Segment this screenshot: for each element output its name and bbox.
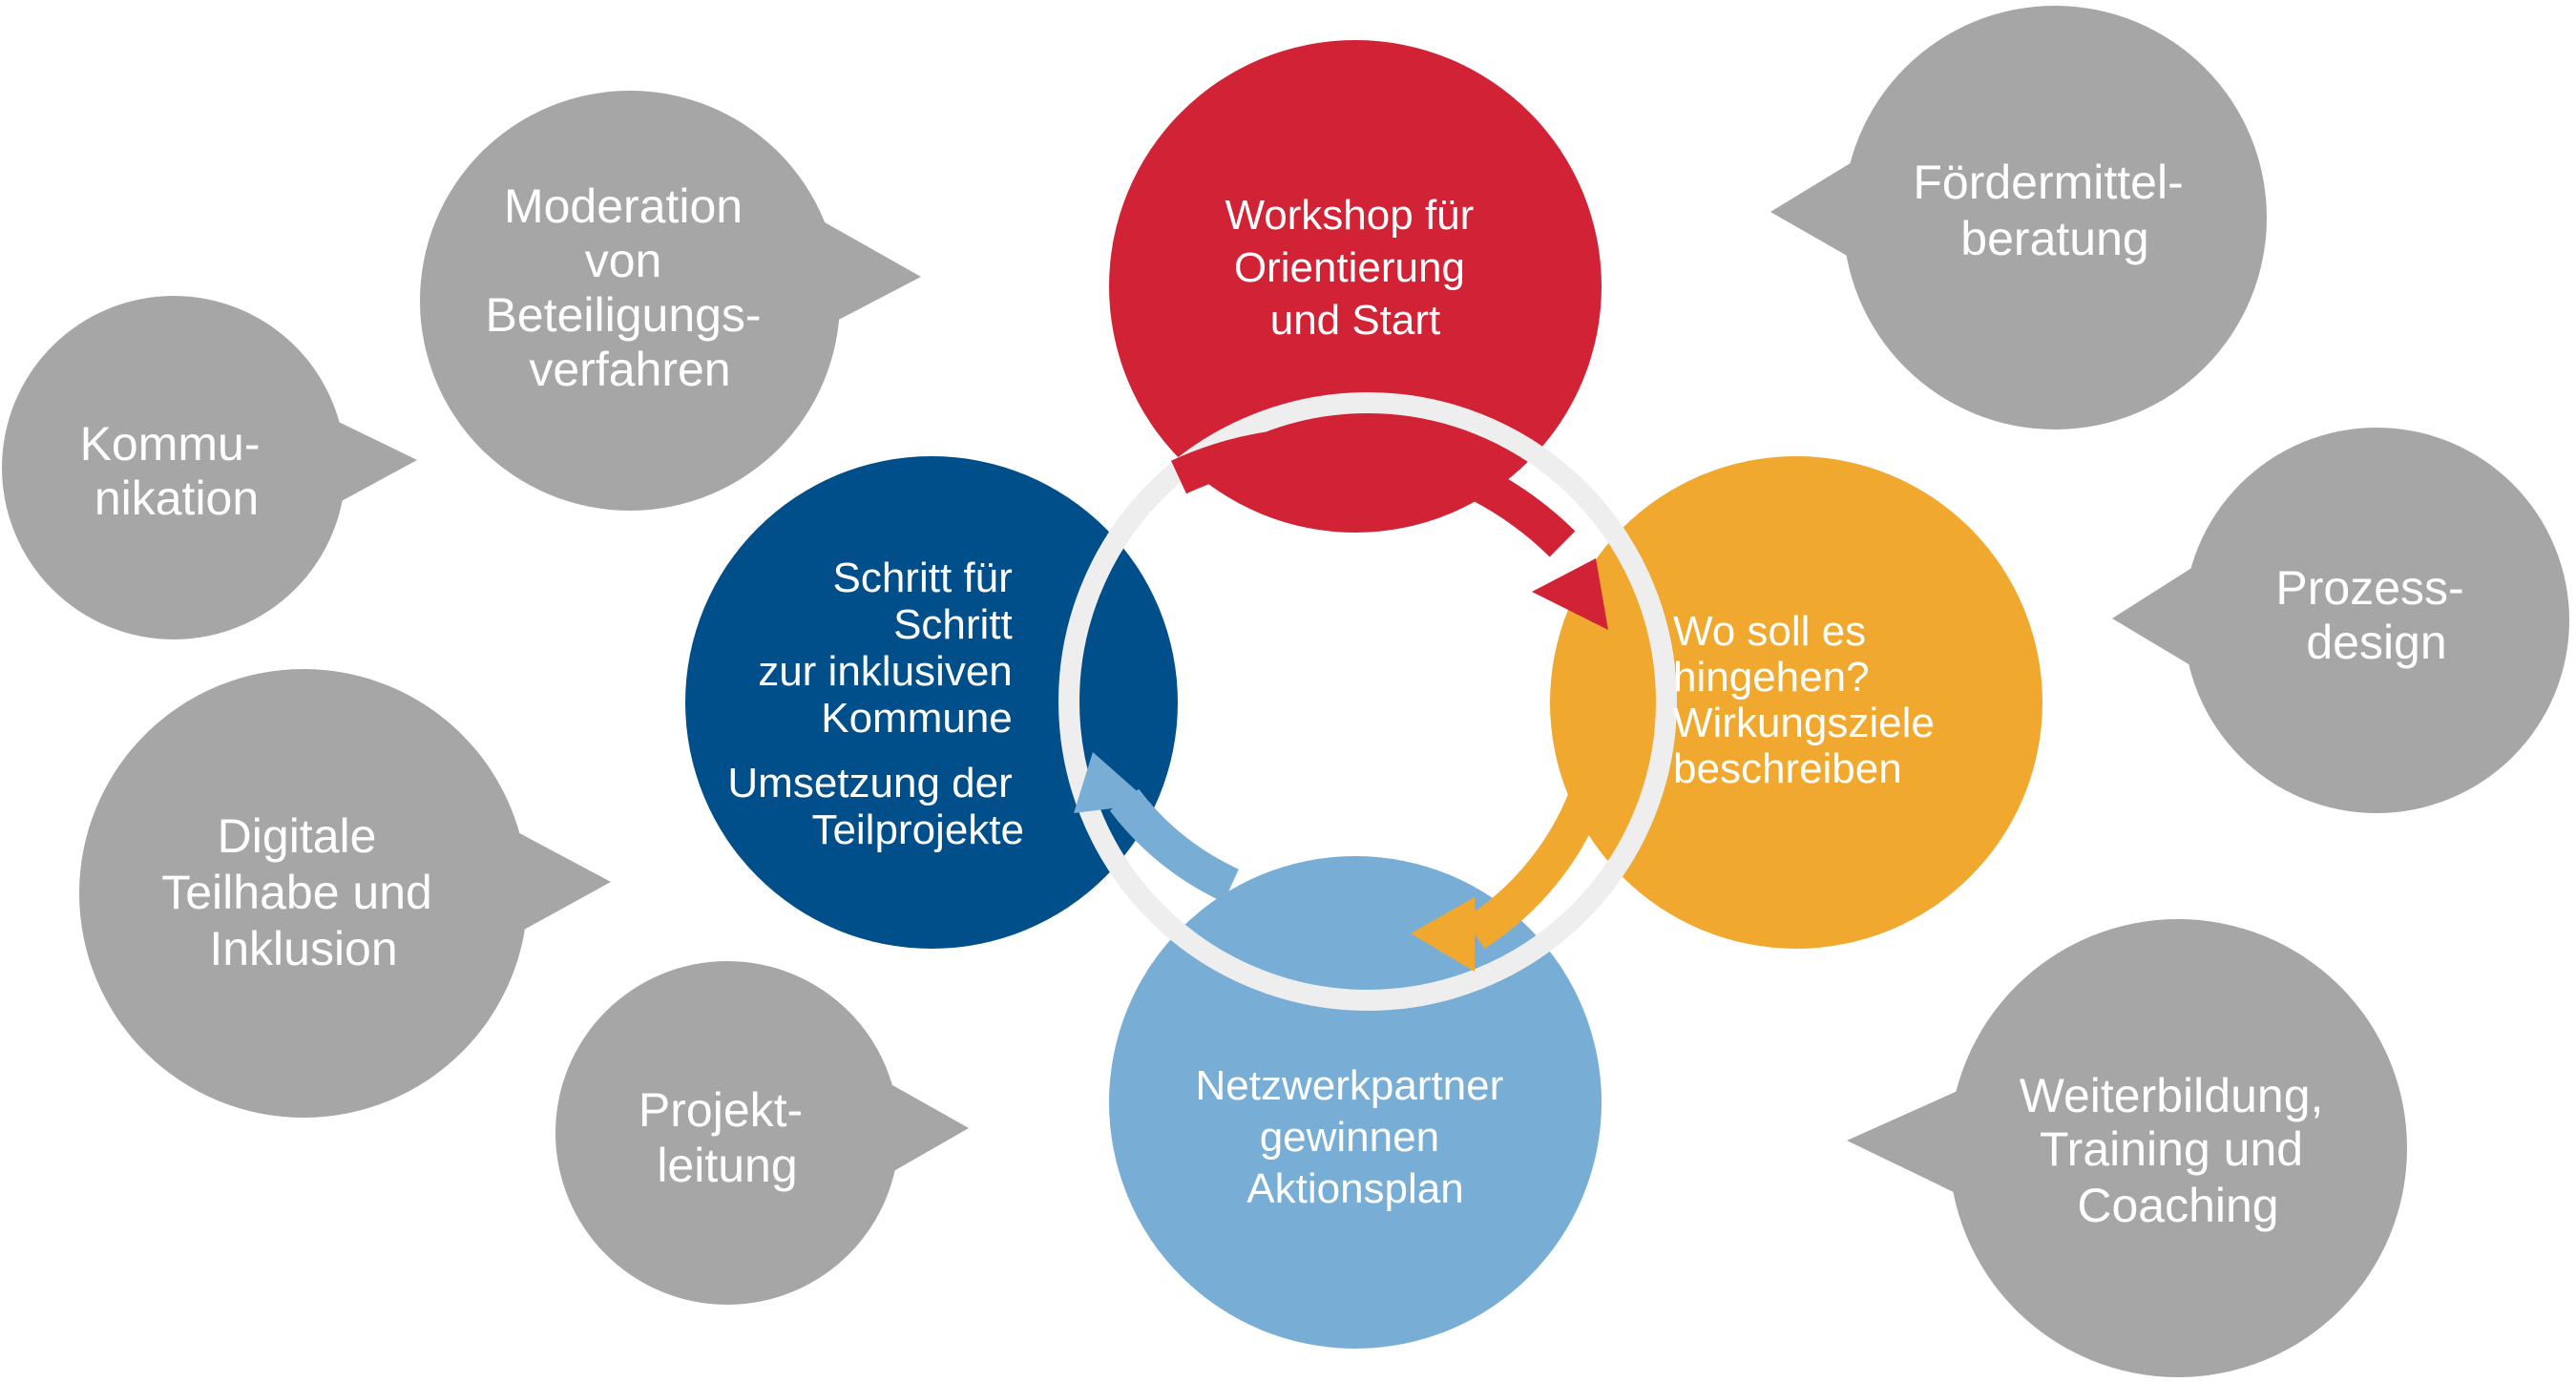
step-umsetzung-label: Schritt für Schritt zur inklusiven Kommu… bbox=[727, 555, 1024, 853]
bubble-projektleitung-label: Projekt- leitung bbox=[639, 1083, 816, 1192]
step-umsetzung-circle bbox=[685, 456, 1178, 949]
arrow-blue-body bbox=[1109, 788, 1240, 903]
bubble-weiterbildung: Weiterbildung, Training und Coaching bbox=[1847, 919, 2407, 1377]
bubble-prozessdesign: Prozess- design bbox=[2112, 428, 2569, 813]
bubble-moderation-pointer bbox=[811, 215, 921, 334]
bubble-weiterbildung-label: Weiterbildung, Training und Coaching bbox=[2020, 1069, 2337, 1232]
step-umsetzung bbox=[685, 456, 1178, 949]
arrow-red-body bbox=[1171, 427, 1576, 557]
bubble-projektleitung: Projekt- leitung bbox=[555, 961, 969, 1305]
bubble-projektleitung-circle bbox=[555, 961, 899, 1305]
bubble-kommunikation-circle bbox=[2, 296, 346, 639]
bubble-moderation: Moderation von Beteiligungs- verfahren bbox=[420, 91, 921, 511]
bubble-prozessdesign-pointer bbox=[2112, 554, 2214, 680]
bubble-foerdermittel-pointer bbox=[1770, 148, 1875, 272]
bubble-moderation-circle bbox=[420, 91, 840, 511]
bubble-foerdermittel-label: Fördermittel- beratung bbox=[1913, 156, 2196, 265]
arrow-red-head bbox=[1532, 558, 1608, 630]
step-workshop-circle bbox=[1109, 40, 1602, 533]
bubble-projektleitung-pointer bbox=[864, 1069, 969, 1188]
arrow-netzwerk-to-umsetzung bbox=[1074, 752, 1240, 903]
bubble-kommunikation-label: Kommu- nikation bbox=[80, 417, 274, 525]
bubble-digitale-label: Digitale Teilhabe und Inklusion bbox=[161, 809, 445, 975]
arrow-workshop-to-ziele bbox=[1171, 427, 1608, 630]
bubble-weiterbildung-pointer bbox=[1847, 1078, 1985, 1207]
bubble-digitale-circle bbox=[79, 669, 528, 1118]
bubble-kommunikation: Kommu- nikation bbox=[2, 296, 417, 639]
arrow-orange-body bbox=[1464, 784, 1606, 949]
bubble-foerdermittel: Fördermittel- beratung bbox=[1770, 6, 2267, 429]
bubble-prozessdesign-label: Prozess- design bbox=[2275, 561, 2477, 669]
bubble-digitale-teilhabe: Digitale Teilhabe und Inklusion bbox=[79, 669, 611, 1118]
bubble-weiterbildung-circle bbox=[1949, 919, 2407, 1377]
step-ziele-circle bbox=[1550, 456, 2042, 949]
arrow-orange-head bbox=[1411, 897, 1475, 972]
step-ziele bbox=[1550, 456, 2042, 949]
arrow-ziele-to-netzwerk bbox=[1411, 784, 1606, 972]
bubble-digitale-pointer bbox=[496, 821, 611, 945]
step-workshop-label: Workshop für Orientierung und Start bbox=[1225, 192, 1485, 344]
step-workshop bbox=[1109, 40, 1602, 533]
bubble-moderation-label: Moderation von Beteiligungs- verfahren bbox=[486, 179, 775, 396]
bubble-foerdermittel-circle bbox=[1843, 6, 2267, 429]
cycle-ring bbox=[1058, 392, 1677, 1011]
bubble-prozessdesign-circle bbox=[2184, 428, 2569, 813]
bubble-kommunikation-pointer bbox=[315, 410, 417, 515]
step-netzwerk-label: Netzwerkpartner gewinnen Aktionsplan bbox=[1195, 1062, 1515, 1212]
step-ziele-label: Wo soll es hingehen? Wirkungsziele besch… bbox=[1673, 608, 1946, 792]
arrow-blue-head bbox=[1074, 752, 1151, 813]
